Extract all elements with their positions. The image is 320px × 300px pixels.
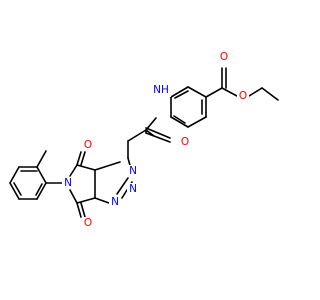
bond xyxy=(36,182,47,200)
atom-O_imide_top: O xyxy=(84,139,92,151)
bond xyxy=(76,151,82,166)
bond xyxy=(35,183,43,196)
atom-N1: N xyxy=(129,165,137,177)
bond xyxy=(248,87,263,97)
bond xyxy=(76,202,82,218)
bond xyxy=(69,164,78,177)
atom-labels: O NH O O N N N N O O xyxy=(62,51,249,229)
bond xyxy=(145,127,171,139)
bond xyxy=(9,166,20,184)
bond xyxy=(187,86,207,98)
bond xyxy=(94,161,121,171)
atom-N_imide: N xyxy=(64,177,72,189)
bond xyxy=(173,115,186,124)
bond xyxy=(80,151,86,166)
bond xyxy=(205,87,223,98)
bond xyxy=(170,116,189,128)
atom-O_ester_ether: O xyxy=(239,90,247,102)
bond xyxy=(9,182,20,200)
bond xyxy=(170,86,189,98)
atom-N2: N xyxy=(129,183,137,195)
bond xyxy=(36,166,47,184)
atom-O_amide: O xyxy=(181,136,189,148)
bond xyxy=(69,189,78,204)
bond xyxy=(187,116,207,128)
bond xyxy=(76,197,96,204)
molecule-structure: O NH O O N N N N O O xyxy=(9,51,279,229)
bond xyxy=(13,182,22,196)
atom-N3: N xyxy=(111,196,119,208)
atom-NH: NH xyxy=(153,84,169,96)
bond xyxy=(80,202,86,218)
atom-O_imide_bottom: O xyxy=(84,217,92,229)
bond xyxy=(36,150,47,168)
bond xyxy=(127,129,147,142)
bond xyxy=(174,90,189,99)
bond xyxy=(94,197,110,204)
bond xyxy=(261,87,279,101)
bond xyxy=(76,164,96,171)
atom-O_ester_carbonyl: O xyxy=(220,51,228,63)
bond xyxy=(116,177,129,195)
bond xyxy=(221,87,238,97)
bond xyxy=(145,132,171,143)
